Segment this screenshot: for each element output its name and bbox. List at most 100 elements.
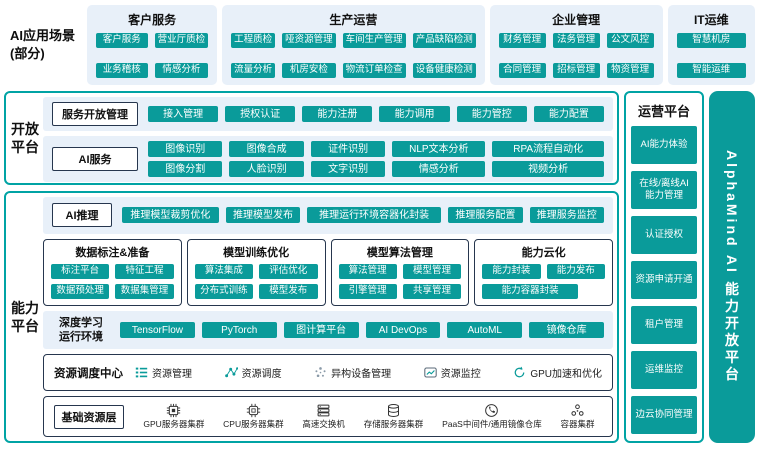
capability-chip: 图像合成 [229,141,304,157]
capability-chip: 能力管控 [456,106,527,122]
capability-chip: PyTorch [201,322,277,339]
storage-icon [386,403,401,418]
resource-item: 异构设备管理 [314,365,391,380]
capability-platform-box: 能力 平台 AI推理 推理模型裁剪优化推理模型发布推理运行环境容器化封装推理服务… [4,191,619,443]
operations-chip: 运维监控 [631,351,697,389]
capability-chip: 情感分析 [392,161,486,177]
operations-platform-panel: 运营平台 AI能力体验在线/离线AI 能力管理认证授权资源申请开通租户管理运维监… [624,91,704,443]
capability-chip: 推理运行环境容器化封装 [307,207,442,224]
capability-chip: 能力配置 [533,106,604,122]
operations-chip: 在线/离线AI 能力管理 [631,171,697,209]
brand-title: AlphaMind AI 能力开放平台 [724,150,740,384]
data-annotation-group: 数据标注&准备 标注平台特征工程数据预处理数据集管理 [43,238,182,306]
gpu-accelerate-icon [513,366,526,379]
scenarios-section: AI应用场景 (部分) 客户服务 客户服务营业厅质检业务稽核情感分析 生产运营 … [4,5,755,85]
group-title: 客户服务 [128,13,177,27]
group-title: 企业管理 [552,13,601,27]
capability-chip: 推理服务监控 [529,207,604,224]
open-platform-label: 开放 平台 [10,97,40,179]
resource-item-label: 资源调度 [241,369,282,381]
operations-chip: 边云协同管理 [631,396,697,434]
base-resource-item: 存储服务器集群 [364,403,423,430]
service-open-management-items: 接入管理授权认证能力注册能力调用能力管控能力配置 [148,106,604,122]
resource-center-row: 资源调度中心 资源管理 资源调度 [43,354,613,392]
base-resource-item: 高速交换机 [302,403,345,430]
capability-platform-label-line2: 平台 [11,318,39,334]
scenario-chip: 流量分析 [231,63,276,78]
dl-runtime-title: 深度学习 运行环境 [52,316,110,345]
service-open-management-row: 服务开放管理 接入管理授权认证能力注册能力调用能力管控能力配置 [43,97,613,131]
capability-chip: 证件识别 [310,141,386,157]
platform-column: 开放 平台 服务开放管理 接入管理授权认证能力注册能力调用能力管控能力配置 AI… [4,91,619,443]
capability-chip: 算法集成 [194,263,254,279]
scenarios-label-line2: (部分) [10,46,45,61]
subgroup-title: 能力云化 [521,246,566,259]
capability-chip: 人脸识别 [229,161,304,177]
resource-item: 资源管理 [135,365,192,380]
container-icon [570,403,585,418]
capability-chip: 能力注册 [302,106,373,122]
scenarios-label: AI应用场景 (部分) [4,5,82,85]
scenario-chip: 物资管理 [606,63,654,78]
operations-chip: 租户管理 [631,306,697,344]
group-title: IT运维 [693,13,729,27]
service-open-management-title: 服务开放管理 [52,102,138,126]
scenario-chip: 业务稽核 [96,63,148,78]
device-cluster-icon [314,366,327,379]
scenario-chip: 工程质检 [231,33,276,48]
open-platform-label-line2: 平台 [11,139,39,155]
capability-platform-label-line1: 能力 [11,299,39,316]
group-title: 生产运营 [329,13,378,27]
scenario-chip: 财务管理 [498,33,546,48]
capability-chip: AI DevOps [365,322,441,339]
brand-bar: AlphaMind AI 能力开放平台 [709,91,755,443]
group-items: 智慧机房智能运维 [676,33,746,78]
scenario-chip: 客户服务 [96,33,148,48]
scenario-chip: 机房安检 [282,63,336,78]
capability-chip: 能力容器封装 [482,283,578,299]
ai-inference-items: 推理模型裁剪优化推理模型发布推理运行环境容器化封装推理服务配置推理服务监控 [122,207,604,224]
resource-item: 资源监控 [424,365,481,380]
open-platform-label-line1: 开放 [11,120,39,137]
dl-runtime-title-line2: 运行环境 [59,331,103,344]
main-section: 开放 平台 服务开放管理 接入管理授权认证能力注册能力调用能力管控能力配置 AI… [4,91,755,443]
capability-chip: 能力封装 [482,263,541,279]
group-items: 工程质检哑资源管理车间生产管理产品缺陷检测流量分析机房安检物流订单检查设备健康检… [231,33,476,78]
scenario-group-it-operation: IT运维 智慧机房智能运维 [667,5,755,85]
scenario-chip: 车间生产管理 [342,33,406,48]
base-resource-item-label: GPU服务器集群 [143,419,205,430]
subgroup-items: 能力封装能力发布能力容器封装 [482,263,605,299]
capability-cloudification-group: 能力云化 能力封装能力发布能力容器封装 [474,238,613,306]
scenario-chip: 合同管理 [498,63,546,78]
paas-icon [484,403,499,418]
capability-platform-label: 能力 平台 [10,197,40,437]
capability-chip: 算法管理 [338,263,397,279]
base-resource-item: 容器集群 [561,403,595,430]
capability-chip: 共享管理 [402,283,462,299]
resource-item-label: 异构设备管理 [331,369,392,381]
monitor-chart-icon [424,366,437,379]
scenario-chip: 产品缺陷检测 [412,33,476,48]
open-platform-box: 开放 平台 服务开放管理 接入管理授权认证能力注册能力调用能力管控能力配置 AI… [4,91,619,185]
capability-chip: 能力发布 [546,263,605,279]
base-resource-item: CPU服务器集群 [223,403,284,430]
base-resource-item: PaaS中间件/通用镜像仓库 [442,403,542,430]
capability-chip: 数据预处理 [51,283,110,299]
operations-chip: 认证授权 [631,216,697,254]
base-resource-item-label: 容器集群 [560,419,595,430]
resource-item: GPU加速和优化 [513,365,602,380]
base-resource-item-label: 高速交换机 [302,419,345,430]
capability-chip: 视频分析 [492,161,604,177]
capability-chip: 推理模型裁剪优化 [122,207,219,224]
capability-chip: 图像分割 [148,161,223,177]
base-resource-items: GPU服务器集群 CPU服务器集群 高速交换机 [136,403,602,430]
base-resource-item: GPU服务器集群 [143,403,204,430]
scenario-chip: 公文风控 [606,33,654,48]
switch-icon [316,403,331,418]
capability-groups-row: 数据标注&准备 标注平台特征工程数据预处理数据集管理 模型训练优化 算法集成评估… [43,238,613,306]
group-items: 财务管理法务管理公文风控合同管理招标管理物资管理 [498,33,654,78]
ai-services-title: AI服务 [52,147,138,171]
